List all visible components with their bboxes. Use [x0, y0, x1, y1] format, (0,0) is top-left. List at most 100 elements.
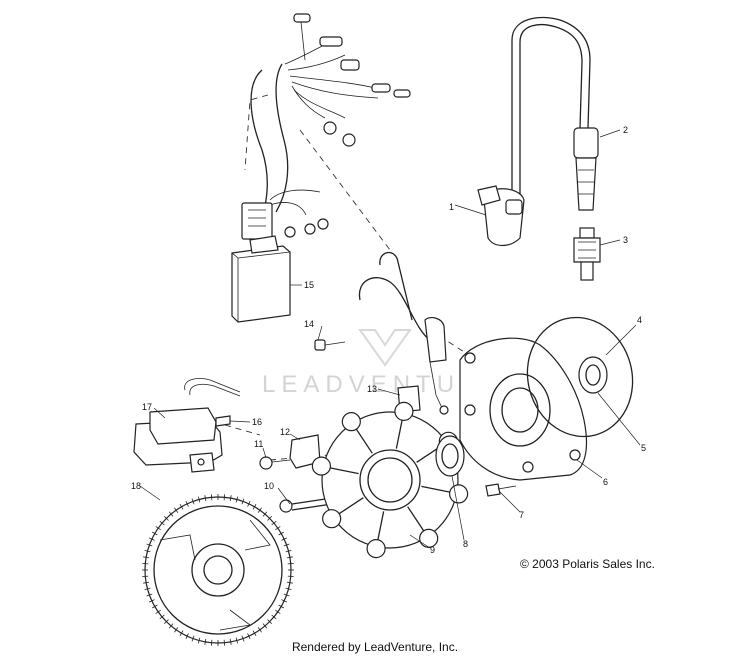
flywheel-tooth — [262, 623, 268, 629]
flywheel-tooth — [285, 587, 292, 591]
callout-10: 10 — [264, 481, 274, 491]
flywheel-tooth — [185, 633, 189, 640]
bracket-12 — [289, 434, 321, 469]
callout-16: 16 — [252, 417, 262, 427]
flywheel-tooth — [191, 498, 195, 505]
flywheel-tooth — [252, 630, 257, 637]
flywheel-tooth — [275, 609, 281, 614]
bearing-5 — [578, 356, 608, 394]
flywheel-tooth — [155, 609, 161, 614]
flywheel-tooth — [283, 543, 290, 547]
flywheel-tooth — [262, 511, 268, 517]
callout-7: 7 — [519, 510, 524, 520]
leader-lines — [139, 129, 641, 549]
flywheel-tooth — [144, 549, 151, 553]
flywheel-tooth — [143, 581, 150, 584]
flywheel-tooth — [283, 593, 290, 597]
flywheel-tooth — [159, 614, 165, 620]
flywheel-tooth — [267, 619, 273, 625]
flywheel-tooth — [229, 638, 232, 645]
callout-17: 17 — [142, 402, 152, 412]
flywheel-tooth — [286, 581, 293, 584]
flywheel-tooth — [168, 511, 174, 517]
flywheel-tooth — [197, 637, 201, 644]
regulator — [133, 378, 241, 473]
flywheel-tooth — [163, 619, 169, 625]
o-ring-4 — [526, 316, 634, 438]
flywheel-tooth — [204, 495, 207, 502]
seal-8 — [435, 435, 465, 477]
flywheel-tooth — [257, 507, 262, 513]
flywheel-tooth — [287, 562, 294, 565]
flywheel-tooth — [155, 526, 161, 531]
copyright-notice: © 2003 Polaris Sales Inc. — [520, 557, 655, 571]
callout-labels: 1 2 3 4 5 6 7 8 9 10 11 12 13 14 15 16 1… — [131, 125, 646, 555]
flywheel-tooth — [286, 556, 293, 559]
flywheel-tooth — [247, 633, 251, 640]
flywheel-tooth — [210, 494, 213, 501]
flywheel-tooth — [281, 537, 288, 541]
flywheel-tooth — [271, 614, 277, 620]
flywheel-tooth — [144, 587, 151, 591]
wiring-harness — [241, 13, 411, 240]
flywheel-tooth — [146, 543, 153, 547]
stator-pole-shoe — [394, 401, 414, 421]
callout-5: 5 — [641, 443, 646, 453]
screw-16 — [215, 415, 231, 427]
flywheel — [142, 494, 294, 646]
flywheel-tooth — [143, 556, 150, 559]
screw-14 — [314, 339, 346, 351]
callout-9: 9 — [430, 545, 435, 555]
flywheel-tooth — [210, 639, 213, 646]
stator-pole-shoe — [366, 539, 386, 559]
stator-pole-shoe — [341, 412, 361, 432]
flywheel-tooth — [281, 599, 288, 603]
flywheel-tooth — [159, 520, 165, 526]
flywheel-tooth — [168, 623, 174, 629]
flywheel-tooth — [163, 515, 169, 521]
cdi-box — [231, 235, 291, 323]
callout-13: 13 — [367, 384, 377, 394]
callout-3: 3 — [623, 235, 628, 245]
callout-18: 18 — [131, 481, 141, 491]
flywheel-tooth — [223, 639, 226, 646]
stator-pole-shoe — [311, 456, 331, 476]
flywheel-tooth — [278, 531, 285, 536]
spark-plug — [573, 227, 601, 281]
pickup-coil — [358, 251, 449, 415]
stator-plate — [459, 337, 587, 481]
flywheel-tooth — [148, 599, 155, 603]
flywheel-tooth — [146, 593, 153, 597]
stator-pole-shoe — [322, 509, 342, 529]
callout-4: 4 — [637, 315, 642, 325]
flywheel-tooth — [285, 549, 292, 553]
flywheel-tooth — [241, 635, 245, 642]
bolt-10 — [279, 497, 333, 513]
flywheel-tooth — [142, 562, 149, 565]
callout-1: 1 — [449, 202, 454, 212]
callout-12: 12 — [280, 427, 290, 437]
flywheel-tooth — [241, 498, 245, 505]
callout-6: 6 — [603, 477, 608, 487]
flywheel-tooth — [204, 638, 207, 645]
bolt-7 — [485, 483, 517, 497]
flywheel-tooth — [148, 537, 155, 541]
ignition-coil — [477, 16, 591, 247]
callout-2: 2 — [623, 125, 628, 135]
flywheel-tooth — [174, 627, 179, 633]
flywheel-tooth — [278, 604, 285, 609]
flywheel-tooth — [267, 515, 273, 521]
flywheel-tooth — [179, 503, 184, 510]
flywheel-tooth — [151, 604, 158, 609]
flywheel-tooth — [235, 637, 239, 644]
spark-plug-cap — [573, 127, 599, 211]
stator — [311, 401, 469, 559]
flywheel-tooth — [235, 496, 239, 503]
flywheel-tooth — [151, 531, 158, 536]
flywheel-tooth — [185, 500, 189, 507]
flywheel-tooth — [197, 496, 201, 503]
flywheel-tooth — [142, 575, 149, 578]
callout-11: 11 — [254, 439, 263, 449]
flywheel-tooth — [257, 627, 262, 633]
